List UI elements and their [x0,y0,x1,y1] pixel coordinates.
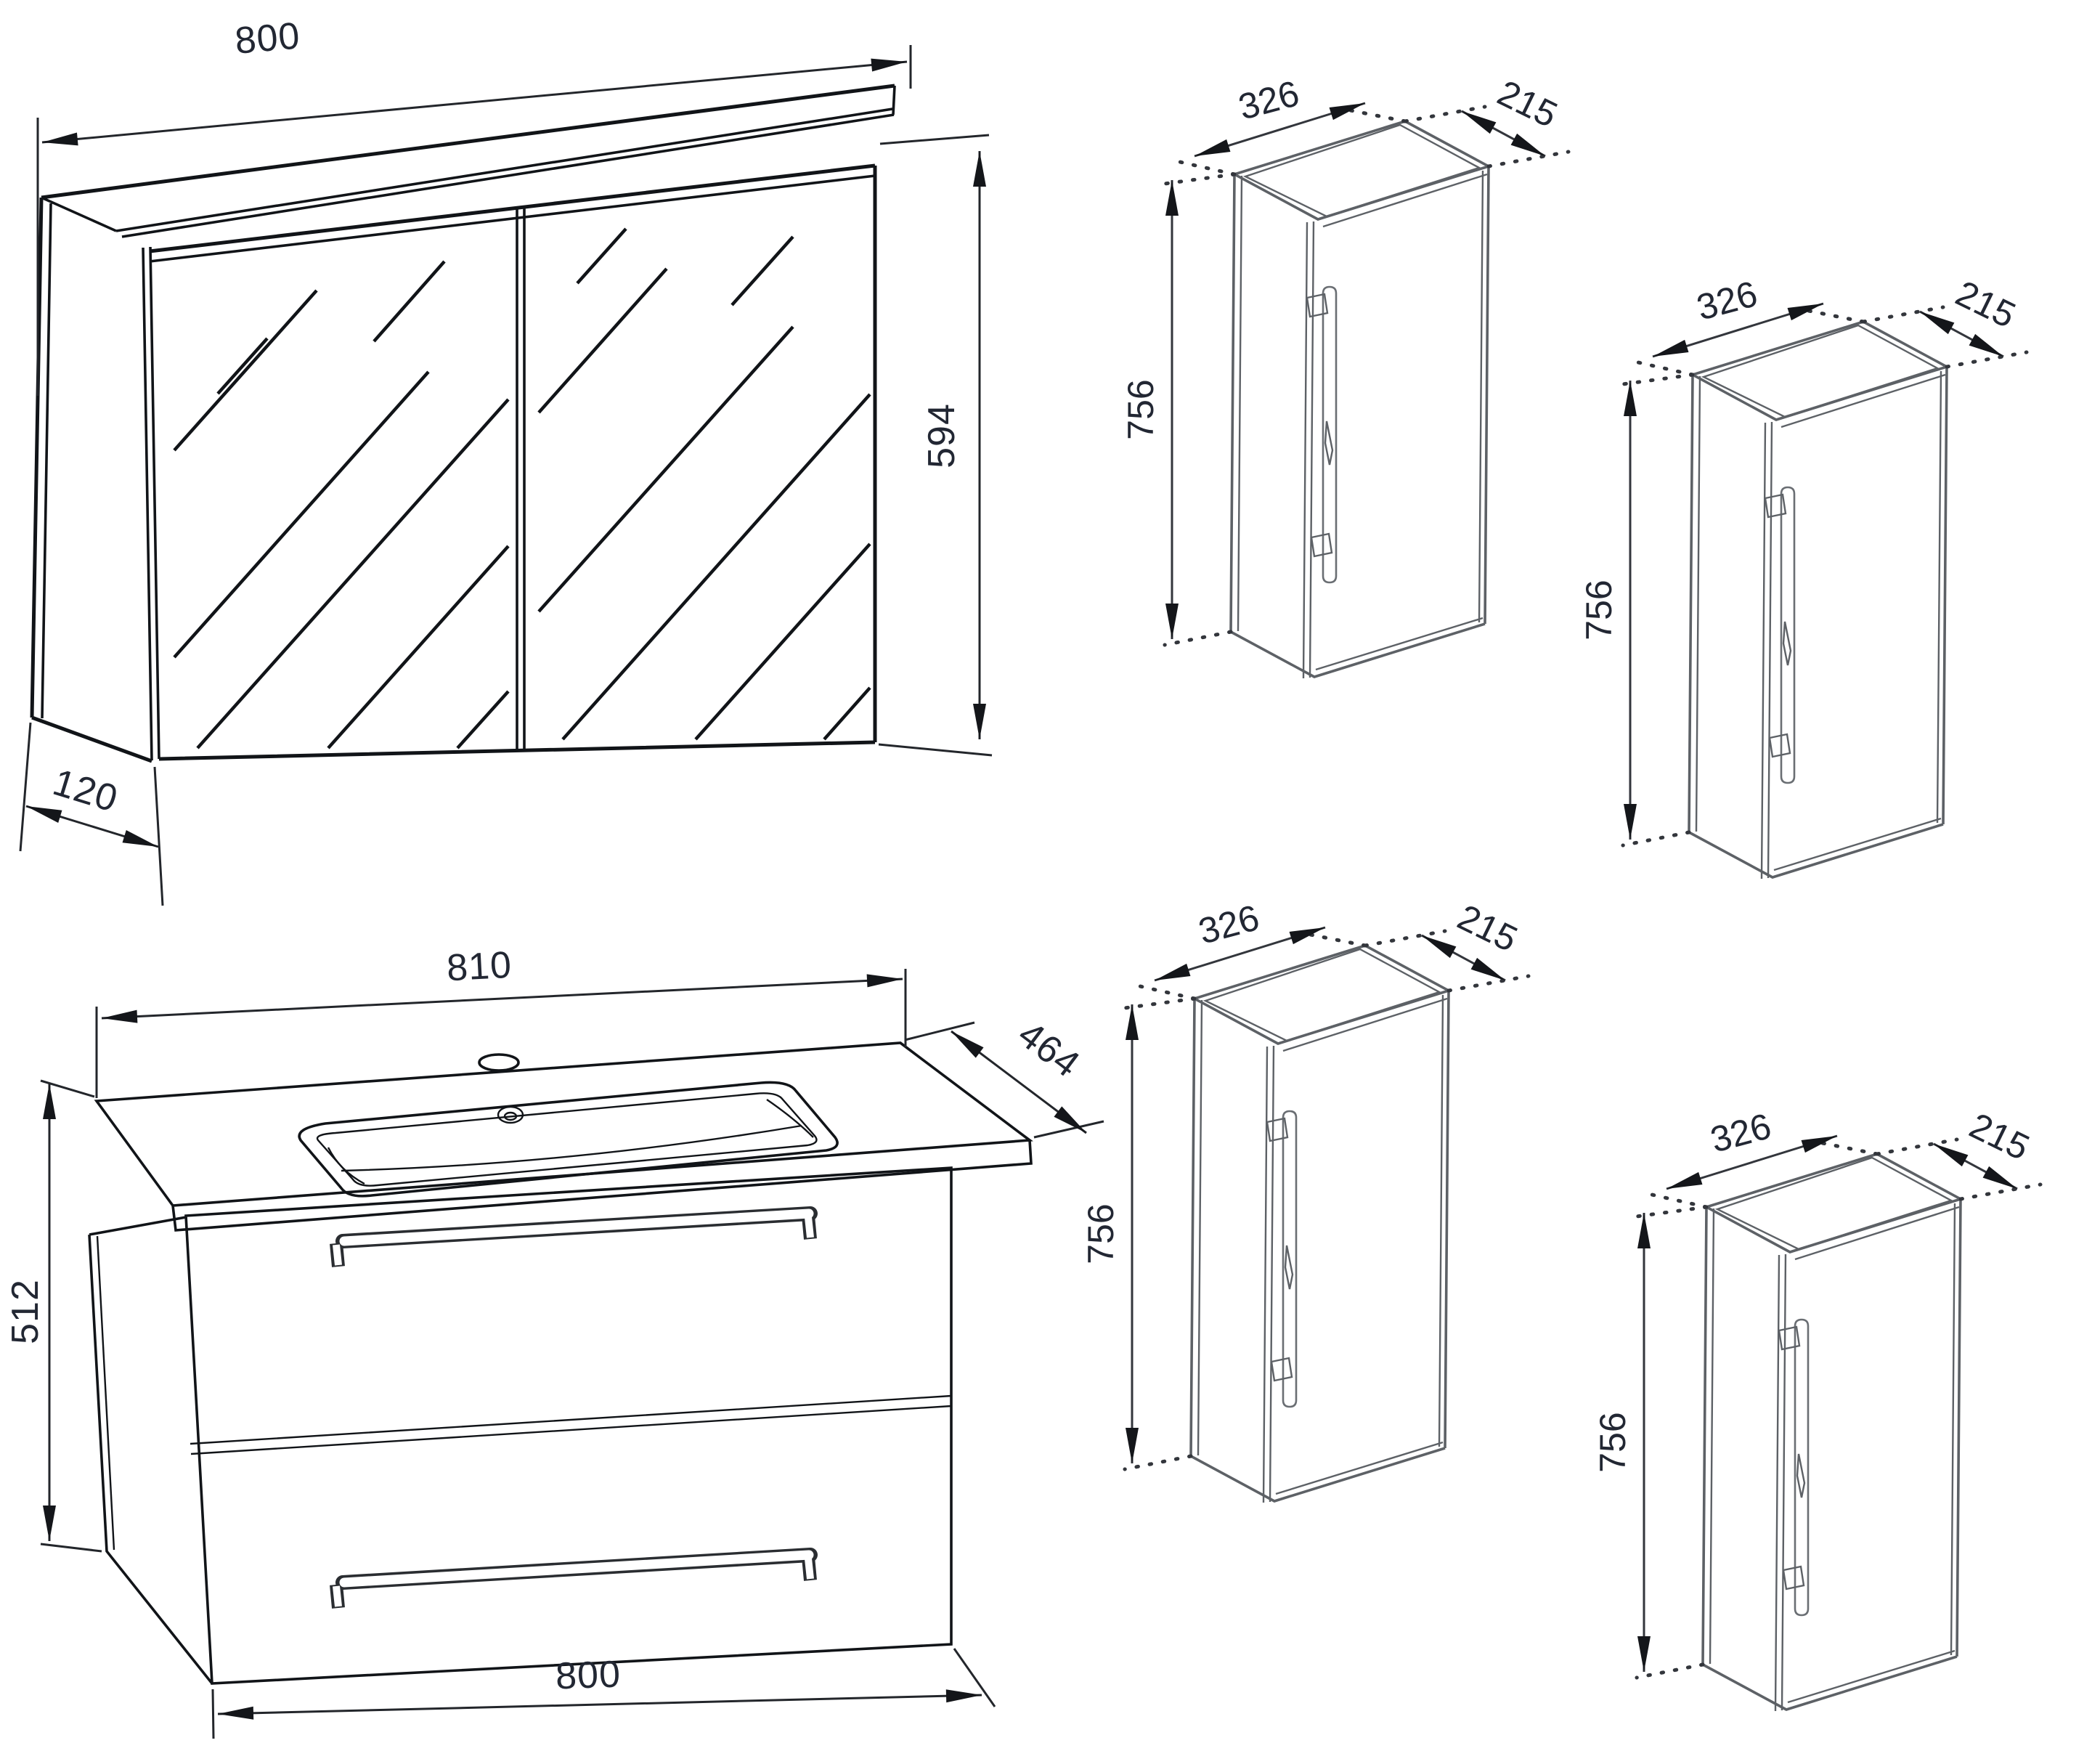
mirror-depth-dimension-line [25,805,159,848]
vanity-height-label: 512 [4,1279,46,1344]
mirror-width-extension-lines [36,45,912,396]
mirror-width-dimension-line [41,58,908,146]
mirror-hatching-left-door [173,260,510,749]
wall-cabinet-2-width-label: 326 [1693,273,1762,328]
mirror-cabinet-drawing: 800 594 120 [19,15,993,906]
wall-cabinet-4-depth-label: 215 [1963,1105,2036,1168]
wall-cabinet-1-width-label: 326 [1234,73,1303,128]
mirror-height-extension-lines [878,134,993,757]
faucet-hole [478,1053,520,1072]
mirror-depth-extension-lines [19,722,164,906]
vanity-bottom-width-dimension-line [217,1689,982,1720]
wall-cabinet-1-depth-label: 215 [1491,72,1564,135]
overflow-hole-inner [503,1111,518,1121]
wall-cabinet-3-depth-label: 215 [1452,896,1524,959]
wall-cabinet-4-width-label: 326 [1706,1105,1775,1161]
overflow-hole [497,1105,524,1124]
vanity-top-width-label: 810 [446,944,513,990]
wall-cabinet-2-height-label: 756 [1579,580,1619,640]
wall-cabinet-1: 326 215 756 [1120,72,1568,678]
basin-bowl-curves [327,1099,814,1185]
wall-cabinet-3: 326 215 756 [1080,896,1529,1503]
wall-cabinet-3-height-label: 756 [1080,1203,1121,1264]
vanity-side-panel-inner-line [96,1235,115,1551]
vanity-depth-dimension-line [951,1030,1087,1134]
basin-outer-rim [298,1081,839,1198]
vanity-depth-label: 464 [1010,1013,1088,1086]
wall-cabinet-1-height-label: 756 [1120,379,1161,439]
mirror-width-label: 800 [233,15,301,62]
vanity-unit-drawing: 810 464 512 800 [4,944,1104,1739]
mirror-door-split-line [516,207,526,751]
mirror-depth-label: 120 [48,761,123,821]
wall-cabinet-2-depth-label: 215 [1950,272,2022,336]
vanity-countertop-outline [94,1041,1033,1232]
mirror-height-label: 594 [921,403,963,468]
wall-cabinet-4: 326 215 756 [1592,1105,2040,1711]
vanity-top-width-dimension-line [101,974,903,1023]
vanity-cabinet-outline [88,1166,953,1685]
vanity-height-extension-lines [40,1079,102,1553]
wall-cabinet-4-height-label: 756 [1592,1412,1633,1472]
mirror-hatching-right-door [537,227,871,741]
drawer-divider-lines [190,1394,952,1455]
wall-cabinet-2: 326 215 756 [1579,272,2027,879]
vanity-bottom-width-label: 800 [555,1653,622,1697]
drawer-handle-bottom [330,1548,818,1609]
vanity-bottom-width-extension-lines [211,1648,996,1739]
wall-cabinet-3-width-label: 326 [1195,897,1263,952]
vanity-top-width-extension-lines [95,969,907,1098]
basin-inner-rim [316,1092,818,1187]
drawer-handle-top [330,1206,818,1267]
